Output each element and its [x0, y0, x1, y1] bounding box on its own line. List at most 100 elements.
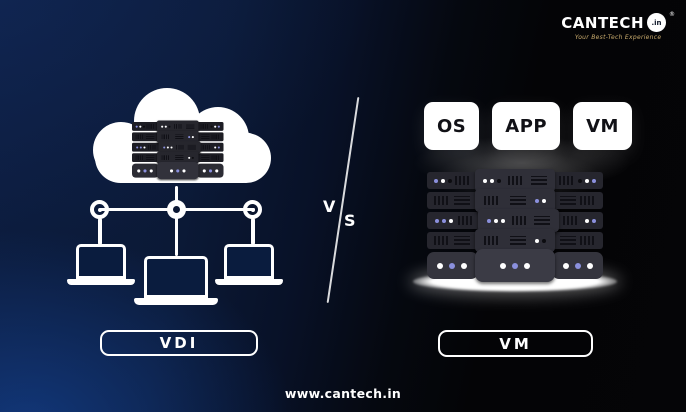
card-app: APP [492, 102, 561, 150]
brand-tagline: Your Best-Tech Experience [574, 34, 662, 41]
server-segment [478, 209, 559, 232]
vent-grille [434, 196, 451, 205]
laptop-screen [144, 256, 208, 298]
status-led-cluster [213, 146, 220, 149]
vent-grille [174, 124, 183, 129]
server-segment [474, 229, 556, 252]
server-row [427, 169, 604, 192]
slot-bars [187, 144, 197, 150]
server-segment [156, 162, 199, 180]
laptop-screen [76, 244, 126, 279]
vent-grille [211, 155, 220, 160]
server-segment [197, 163, 224, 178]
slot-bars [146, 155, 155, 160]
slot-bars [559, 236, 576, 245]
vdi-label-badge: VDI [100, 330, 258, 356]
vent-grille [579, 236, 596, 245]
slot-bars [186, 124, 195, 129]
status-led-cluster [584, 218, 596, 223]
slot-bars [530, 176, 547, 185]
status-led-cluster [534, 238, 546, 243]
slot-bars [454, 196, 471, 205]
vent-grille [161, 134, 171, 140]
brand-logo: CANTECH .in ® Your Best-Tech Experience [561, 11, 675, 41]
slot-bars [146, 134, 155, 140]
slot-bars [200, 155, 210, 160]
server-row-base [132, 162, 224, 180]
status-led-cluster [135, 146, 146, 149]
brand-name: CANTECH [561, 13, 644, 32]
server-segment [552, 192, 604, 209]
server-segment [132, 163, 159, 178]
status-led-cluster [135, 125, 145, 128]
server-segment [158, 141, 201, 154]
server-segment [427, 172, 478, 189]
server-row [427, 229, 604, 252]
vent-grille [454, 176, 471, 185]
cloud-server-stack-icon [132, 120, 224, 180]
server-row [132, 130, 224, 143]
network-stem-right [251, 218, 255, 245]
server-segment [156, 120, 199, 133]
server-segment [132, 132, 159, 142]
vent-grille [200, 124, 210, 129]
server-segment [132, 142, 161, 152]
server-segment [197, 122, 224, 131]
brand-in-badge: .in [647, 13, 666, 32]
vent-grille [484, 236, 501, 245]
slot-bars [454, 236, 471, 245]
server-segment [197, 153, 224, 163]
server-segment [552, 172, 604, 189]
website-url: www.cantech.in [284, 386, 402, 401]
vm-server-stack-icon [427, 169, 604, 282]
server-row [427, 189, 604, 212]
vent-grille [161, 155, 171, 160]
status-led-cluster [433, 178, 452, 183]
registered-mark-icon: ® [669, 11, 675, 18]
server-segment [427, 212, 482, 229]
server-row [427, 209, 604, 232]
laptop-base [215, 279, 283, 285]
slot-bars [200, 134, 210, 140]
brand-domain-suffix: .in [651, 18, 662, 27]
status-led-cluster [161, 125, 171, 128]
server-segment [132, 153, 159, 163]
status-led-cluster [210, 125, 221, 128]
slot-bars [559, 196, 576, 205]
vent-grille [135, 134, 145, 140]
vent-grille [563, 216, 580, 225]
server-segment [474, 189, 556, 212]
vm-label: VM [499, 334, 532, 353]
vent-grille [146, 124, 155, 129]
server-segment [132, 122, 159, 131]
server-row [132, 141, 224, 154]
vent-grille [135, 155, 145, 160]
vm-label-badge: VM [438, 330, 593, 357]
server-segment [427, 232, 478, 249]
card-os: OS [424, 102, 480, 150]
server-segment [156, 130, 199, 143]
server-segment [156, 151, 199, 164]
status-led-cluster [534, 198, 546, 203]
status-led-cluster [162, 146, 173, 149]
vent-grille [484, 196, 501, 205]
slot-bars [509, 196, 526, 205]
status-led-cluster [578, 178, 597, 183]
vdi-label: VDI [159, 334, 199, 352]
vent-grille [147, 144, 157, 150]
server-segment [474, 169, 556, 192]
server-segment [555, 212, 604, 229]
server-segment [552, 252, 604, 279]
slot-bars [534, 216, 551, 225]
network-vertical-line-center [175, 186, 178, 256]
server-segment [474, 249, 556, 282]
vs-letter-v: V [323, 197, 336, 216]
laptop-icon-center [134, 256, 218, 305]
server-segment [427, 192, 478, 209]
server-segment [552, 232, 604, 249]
status-led-cluster [483, 178, 502, 183]
layer-cards: OS APP VM [424, 102, 632, 150]
vent-grille [211, 134, 220, 140]
server-row [132, 120, 224, 133]
server-segment [197, 132, 224, 142]
